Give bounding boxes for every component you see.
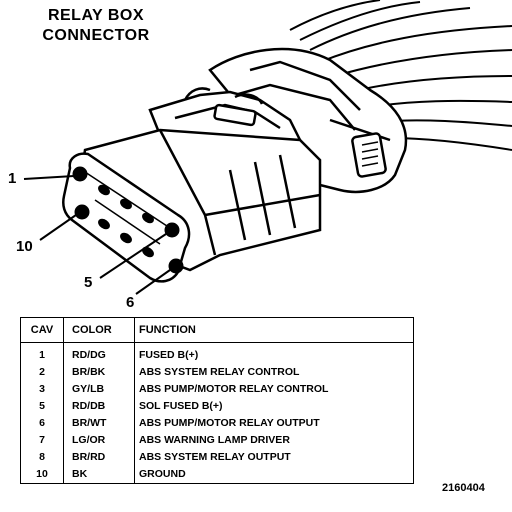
leader-1 [23,175,75,180]
cell-function: FUSED B(+) [134,342,414,364]
leader-10 [39,214,77,241]
table-row: 1 RD/DG FUSED B(+) [20,342,414,364]
cell-cav: 6 [20,415,64,432]
cell-function: GROUND [134,466,414,484]
table-row: 3 GY/LB ABS PUMP/MOTOR RELAY CONTROL [20,381,414,398]
pinout-table: CAV COLOR FUNCTION 1 RD/DG FUSED B(+) 2 … [20,317,414,484]
cell-cav: 1 [20,342,64,364]
cell-color: RD/DB [63,398,135,415]
callout-5: 5 [84,274,93,291]
table-row: 7 LG/OR ABS WARNING LAMP DRIVER [20,432,414,449]
figure-number: 2160404 [442,482,485,494]
cavity-10 [74,204,90,220]
cell-cav: 7 [20,432,64,449]
cell-cav: 2 [20,364,64,381]
cell-cav: 10 [20,466,64,484]
cell-color: LG/OR [63,432,135,449]
cell-function: SOL FUSED B(+) [134,398,414,415]
header-color: COLOR [63,317,135,343]
cell-color: BR/BK [63,364,135,381]
cell-cav: 3 [20,381,64,398]
cell-function: ABS SYSTEM RELAY CONTROL [134,364,414,381]
cavity-6 [168,258,184,274]
callout-6: 6 [126,294,135,311]
cell-function: ABS SYSTEM RELAY OUTPUT [134,449,414,466]
title-line-1: RELAY BOX [47,7,145,24]
table-row: 10 BK GROUND [20,466,414,484]
header-cav: CAV [20,317,64,343]
cavity-5 [164,222,180,238]
leader-6 [135,269,171,295]
cell-cav: 5 [20,398,64,415]
cell-cav: 8 [20,449,64,466]
diagram-title: RELAY BOX CONNECTOR [26,6,166,46]
header-function: FUNCTION [134,317,414,343]
connector-boot [208,47,408,194]
callout-10: 10 [16,238,33,255]
callout-1: 1 [8,170,17,187]
leader-5 [99,233,167,279]
cavity-pins [72,166,184,274]
cell-color: GY/LB [63,381,135,398]
table-row: 2 BR/BK ABS SYSTEM RELAY CONTROL [20,364,414,381]
cell-color: BR/RD [63,449,135,466]
cavity-table: CAV COLOR FUNCTION 1 RD/DG FUSED B(+) 2 … [20,317,414,484]
table-row: 6 BR/WT ABS PUMP/MOTOR RELAY OUTPUT [20,415,414,432]
leader-lines [23,175,171,295]
cavity-1 [72,166,88,182]
table-header-row: CAV COLOR FUNCTION [20,317,414,343]
table-row: 5 RD/DB SOL FUSED B(+) [20,398,414,415]
cell-color: BR/WT [63,415,135,432]
cell-function: ABS WARNING LAMP DRIVER [134,432,414,449]
cell-color: BK [63,466,135,484]
cell-function: ABS PUMP/MOTOR RELAY CONTROL [134,381,414,398]
table-row: 8 BR/RD ABS SYSTEM RELAY OUTPUT [20,449,414,466]
cell-function: ABS PUMP/MOTOR RELAY OUTPUT [134,415,414,432]
connector-illustration [23,0,512,295]
title-line-2: CONNECTOR [42,27,150,44]
cell-color: RD/DG [63,342,135,364]
